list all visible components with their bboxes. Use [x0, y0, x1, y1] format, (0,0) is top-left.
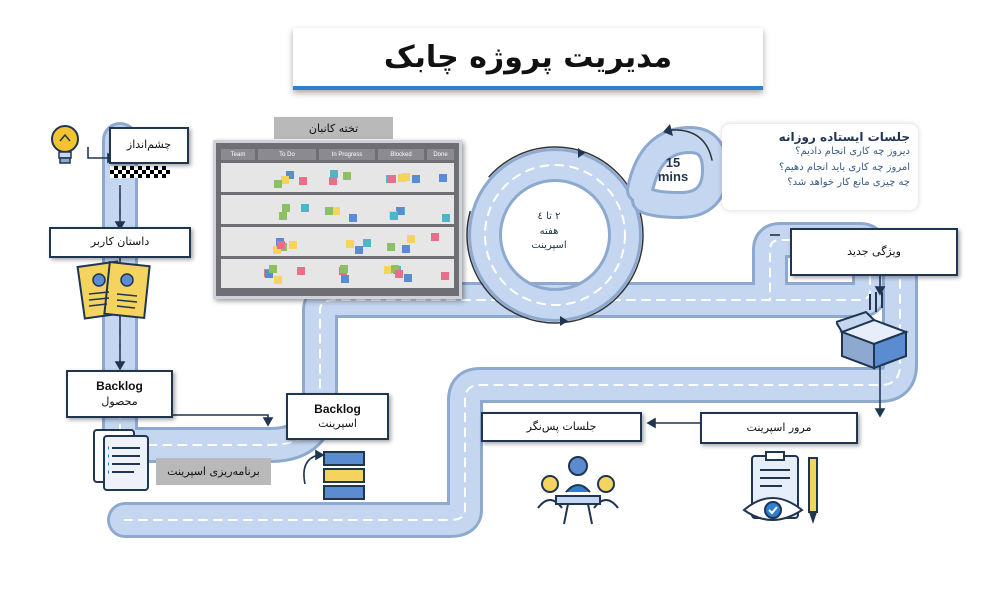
pencil-icon — [808, 457, 818, 524]
kanban-sticky-note — [398, 173, 407, 182]
vision-label: چشم‌انداز — [126, 138, 172, 152]
kanban-sticky-note — [268, 265, 277, 273]
kanban-sticky-note — [403, 273, 412, 282]
new-feature-box: ویژگی جدید — [790, 228, 958, 276]
box-icon — [836, 292, 909, 370]
kanban-col-done: Done — [427, 149, 454, 160]
kanban-sticky-note — [274, 276, 283, 285]
kanban-sticky-note — [346, 239, 355, 248]
kanban-sticky-note — [384, 265, 393, 274]
kanban-sticky-note — [281, 204, 290, 213]
product-backlog-en: Backlog — [96, 379, 143, 394]
kanban-sticky-note — [348, 214, 357, 223]
kanban-board: Team To Do In Progress Blocked Done — [213, 140, 462, 299]
user-story-label: داستان کاربر — [90, 235, 150, 249]
kanban-title-label: تخته کانبان — [308, 121, 359, 135]
sprint-backlog-fa: اسپرینت — [318, 417, 357, 431]
stack-icon — [323, 451, 365, 500]
kanban-sticky-note — [395, 207, 404, 216]
product-backlog-fa: محصول — [101, 394, 138, 408]
review-clipboard-icon — [742, 451, 804, 521]
standup-question: امروز چه کاری باید انجام دهیم؟ — [778, 161, 910, 173]
new-feature-label: ویژگی جدید — [847, 244, 901, 258]
kanban-sticky-note — [390, 211, 399, 220]
kanban-sticky-note — [354, 245, 363, 254]
retrospective-label: جلسات پس‌نگر — [526, 419, 597, 433]
kanban-sticky-note — [278, 211, 287, 220]
sprint-planning-label: برنامه‌ریزی اسپرینت — [167, 465, 260, 478]
kanban-sticky-note — [329, 176, 338, 185]
standup-question: چه چیزی مانع کار خواهد شد؟ — [787, 177, 910, 188]
kanban-col-inprogress: In Progress — [319, 149, 375, 160]
kanban-sticky-note — [273, 179, 282, 188]
kanban-col-todo: To Do — [258, 149, 316, 160]
checklist-icon — [93, 429, 149, 491]
standup-question: دیروز چه کاری انجام دادیم؟ — [795, 146, 910, 157]
kanban-sticky-note — [401, 245, 410, 254]
kanban-col-blocked: Blocked — [378, 149, 424, 160]
sprint-duration-unit: هفته — [539, 225, 559, 237]
kanban-sticky-note — [395, 270, 404, 279]
kanban-row — [221, 227, 454, 256]
sprint-duration: ۲ تا ٤ هفته اسپرینت — [508, 210, 590, 254]
kanban-sticky-note — [298, 177, 307, 186]
kanban-sticky-note — [330, 169, 339, 178]
kanban-sticky-note — [285, 170, 294, 179]
vision-box: چشم‌انداز — [109, 127, 189, 164]
kanban-sticky-note — [277, 241, 286, 250]
kanban-sticky-note — [264, 269, 273, 278]
kanban-sticky-note — [387, 174, 396, 183]
kanban-sticky-note — [280, 176, 289, 185]
kanban-sticky-note — [339, 265, 348, 274]
sprint-review-box: مرور اسپرینت — [700, 412, 858, 444]
standup-heading: جلسات ایستاده روزانه — [778, 130, 910, 144]
sprint-backlog-box: Backlog اسپرینت — [286, 393, 389, 440]
kanban-sticky-note — [406, 235, 415, 244]
sprint-label: اسپرینت — [531, 240, 567, 251]
standup-timer-unit: mins — [657, 169, 689, 185]
documents-icon — [76, 260, 151, 320]
daily-standup-card: جلسات ایستاده روزانه دیروز چه کاری انجام… — [722, 124, 918, 210]
kanban-sticky-note — [411, 175, 420, 184]
page-title: مدیریت پروژه چابک — [383, 39, 673, 75]
kanban-sticky-note — [386, 242, 395, 251]
kanban-sticky-note — [441, 213, 450, 222]
title-banner: مدیریت پروژه چابک — [293, 28, 763, 90]
kanban-sticky-note — [273, 246, 282, 255]
kanban-sticky-note — [300, 204, 309, 213]
sprint-planning-tag: برنامه‌ریزی اسپرینت — [156, 458, 271, 485]
kanban-sticky-note — [297, 267, 306, 276]
start-checkered-strip — [110, 166, 170, 178]
sprint-review-label: مرور اسپرینت — [746, 420, 812, 434]
kanban-sticky-note — [331, 207, 340, 216]
meeting-icon — [537, 456, 619, 525]
standup-timer-value: 15 — [665, 155, 681, 170]
lightbulb-icon — [51, 125, 79, 164]
kanban-sticky-note — [342, 172, 351, 181]
kanban-sticky-note — [430, 233, 439, 242]
kanban-title-tag: تخته کانبان — [274, 117, 393, 139]
kanban-col-team: Team — [221, 149, 255, 160]
kanban-sticky-note — [288, 240, 297, 249]
standup-timer: 15 mins — [648, 155, 698, 185]
product-backlog-box: Backlog محصول — [66, 370, 173, 418]
retrospective-box: جلسات پس‌نگر — [481, 412, 642, 442]
sprint-backlog-en: Backlog — [314, 401, 361, 416]
kanban-sticky-note — [391, 265, 400, 274]
user-story-box: داستان کاربر — [49, 227, 191, 258]
kanban-row — [221, 259, 454, 288]
kanban-sticky-note — [324, 206, 333, 215]
kanban-sticky-note — [362, 239, 371, 248]
kanban-sticky-note — [341, 275, 350, 284]
kanban-sticky-note — [439, 173, 448, 182]
sprint-duration-value: ۲ تا ٤ — [537, 211, 561, 222]
kanban-sticky-note — [440, 272, 449, 281]
